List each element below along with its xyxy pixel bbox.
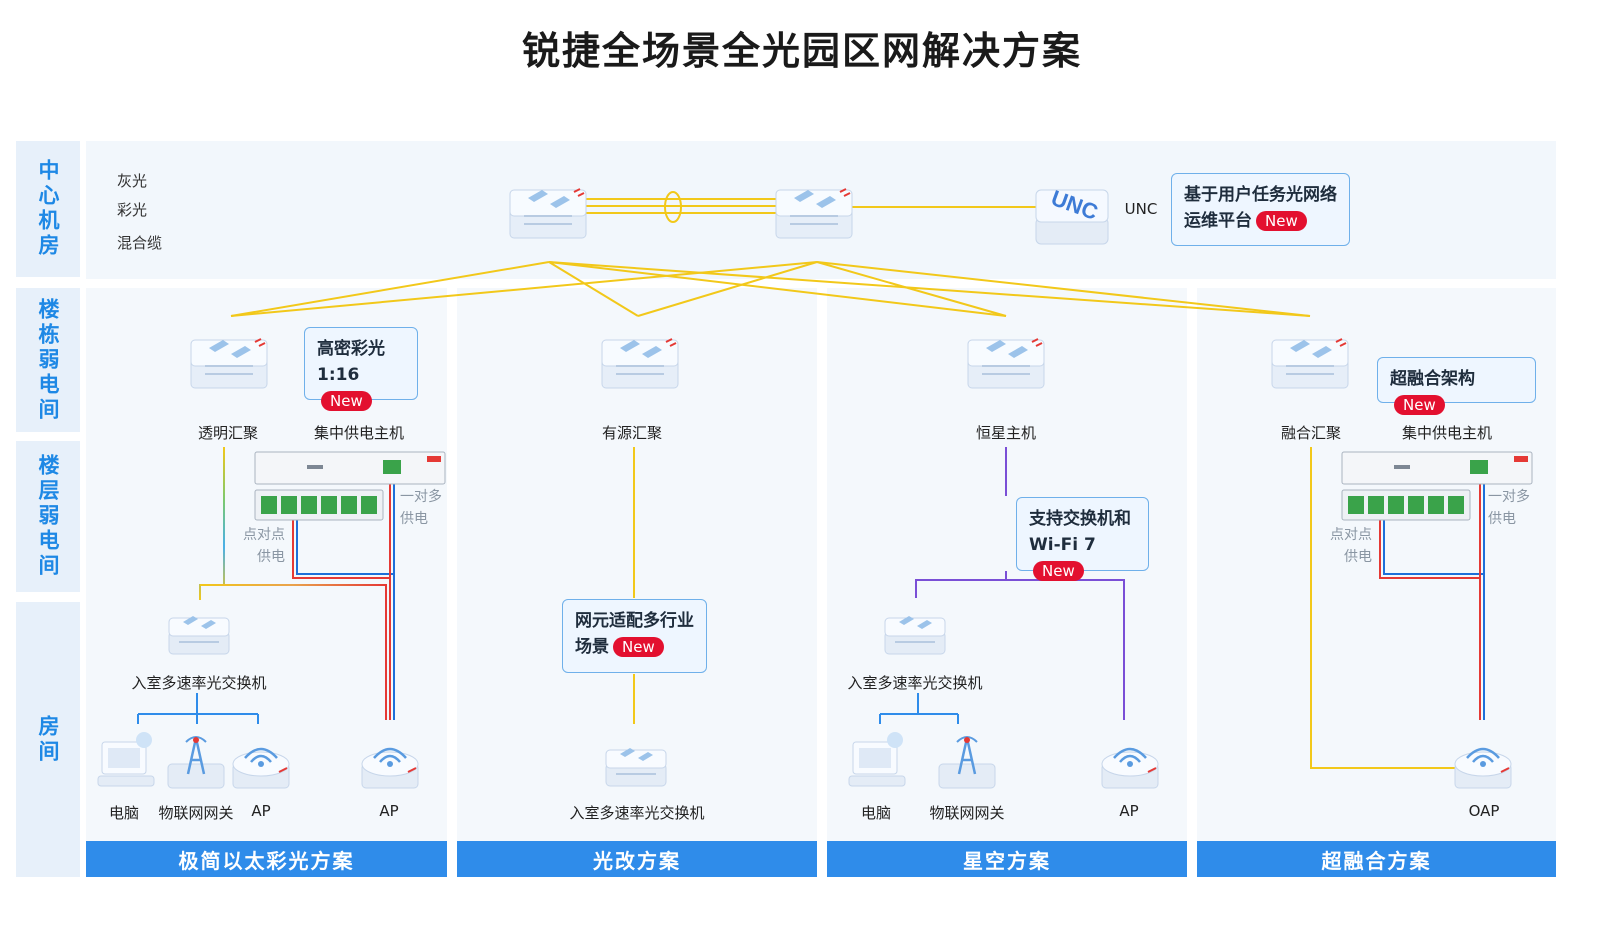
device-label-ap-2: AP — [379, 802, 399, 820]
room-switch-label-2: 入室多速率光交换机 — [569, 804, 705, 822]
tier-label-room: 房间 — [16, 602, 80, 877]
device-label-ap-1: AP — [251, 802, 271, 820]
point-to-point-label-2: 点对点 供电 — [1326, 524, 1372, 568]
one-to-many-text: 一对多 — [400, 489, 442, 505]
ap-icon-1 — [231, 747, 291, 790]
device-label-oap: OAP — [1468, 802, 1500, 820]
aggregation-label-2: 有源汇聚 — [601, 424, 663, 442]
new-badge: New — [1033, 561, 1084, 581]
power-host-label-2: 集中供电主机 — [1401, 424, 1493, 442]
point-to-point-label-1: 点对点 供电 — [239, 524, 285, 568]
new-badge: New — [321, 391, 372, 411]
core-links — [586, 191, 1040, 223]
new-badge: New — [613, 637, 664, 657]
power-host-label-1: 集中供电主机 — [313, 424, 405, 442]
room-switch-2 — [605, 747, 667, 787]
ap-icon-3 — [1100, 747, 1160, 790]
new-badge: New — [1256, 211, 1307, 231]
uplinks — [230, 261, 1311, 317]
core-switch-1 — [509, 188, 587, 239]
one-to-many-text: 一对多 — [1488, 489, 1530, 505]
high-density-callout: 高密彩光 1:16New — [304, 327, 418, 411]
hyper-converged-callout: 超融合架构 New — [1377, 357, 1536, 415]
point-to-point-text: 点对点 — [243, 527, 285, 543]
room-switch-1 — [168, 615, 230, 655]
footer-optical-retrofit: 光改方案 — [457, 841, 817, 877]
aggregation-label-4: 融合汇聚 — [1280, 424, 1342, 442]
column-1-links — [137, 447, 395, 724]
legend-color-light: 彩光 — [117, 201, 148, 219]
unc-label: UNC — [1124, 200, 1158, 218]
one-to-many-power: 供电 — [400, 511, 428, 527]
unc-callout-line1: 基于用户任务光网络 — [1184, 185, 1337, 205]
high-density-line1: 高密彩光 — [317, 339, 385, 359]
ap-icon-2 — [360, 747, 420, 790]
wifi7-callout: 支持交换机和 Wi-Fi 7 New — [1016, 497, 1149, 581]
device-label-iot-2: 物联网网关 — [929, 804, 1005, 822]
iot-gateway-icon-1 — [166, 735, 226, 790]
iot-gateway-icon-2 — [937, 735, 997, 790]
core-switch-2 — [775, 188, 853, 239]
oap-icon — [1453, 747, 1513, 790]
tier-label-center: 中心机房 — [16, 141, 80, 277]
footer-ethernet-color-light: 极简以太彩光方案 — [86, 841, 447, 877]
device-label-ap-3: AP — [1119, 802, 1139, 820]
multi-industry-line2: 场景 — [575, 637, 609, 657]
unc-callout-line2: 运维平台 — [1184, 211, 1252, 231]
hyper-converged-line1: 超融合架构 — [1390, 369, 1475, 389]
unc-icon — [1035, 184, 1109, 245]
aggregation-switch-4 — [1271, 338, 1349, 389]
pc-icon-1 — [97, 731, 155, 787]
point-to-point-power: 供电 — [257, 549, 285, 565]
aggregation-switch-1 — [190, 338, 268, 389]
footer-hyper-converged: 超融合方案 — [1197, 841, 1556, 877]
device-label-pc-2: 电脑 — [860, 804, 892, 822]
footer-starry-sky: 星空方案 — [827, 841, 1187, 877]
multi-industry-line1: 网元适配多行业 — [575, 611, 694, 631]
one-to-many-label-1: 一对多 供电 — [400, 486, 442, 530]
aggregation-label-3: 恒星主机 — [975, 424, 1037, 442]
wifi7-line1: 支持交换机和 — [1029, 509, 1131, 529]
point-to-point-power: 供电 — [1344, 549, 1372, 565]
wifi7-line2: Wi-Fi 7 — [1029, 535, 1096, 555]
aggregation-label-1: 透明汇聚 — [197, 424, 259, 442]
pc-icon-2 — [848, 731, 906, 787]
aggregation-switch-2 — [601, 338, 679, 389]
one-to-many-label-2: 一对多 供电 — [1488, 486, 1530, 530]
legend-gray-light: 灰光 — [117, 172, 148, 190]
high-density-line2: 1:16 — [317, 365, 360, 385]
legend-hybrid-cable: 混合缆 — [117, 234, 163, 252]
column-4-links — [1310, 447, 1485, 769]
point-to-point-text: 点对点 — [1330, 527, 1372, 543]
room-switch-3 — [884, 615, 946, 655]
new-badge: New — [1394, 395, 1445, 415]
room-switch-label-1: 入室多速率光交换机 — [131, 674, 267, 692]
one-to-many-power: 供电 — [1488, 511, 1516, 527]
tier-label-floor: 楼层弱电间 — [16, 441, 80, 592]
device-label-iot-1: 物联网网关 — [158, 804, 234, 822]
page-title: 锐捷全场景全光园区网解决方案 — [521, 29, 1082, 73]
device-label-pc-1: 电脑 — [108, 804, 140, 822]
tier-label-building: 楼栋弱电间 — [16, 288, 80, 432]
aggregation-switch-3 — [967, 338, 1045, 389]
room-switch-label-3: 入室多速率光交换机 — [847, 674, 983, 692]
